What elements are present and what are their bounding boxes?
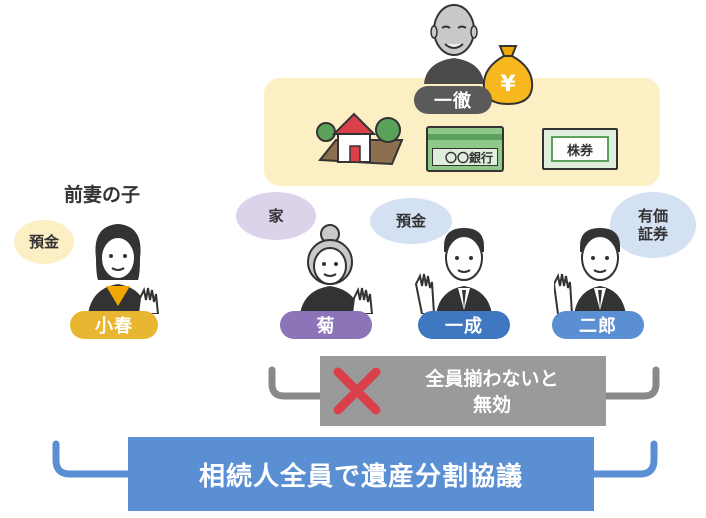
main-label-box: 相続人全員で遺産分割協議 [128,437,594,511]
bankbook-stripe [428,134,502,140]
koharu-bubble-text: 預金 [28,233,59,251]
kiku-name-pill: 菊 [280,311,372,339]
jiro-person-icon [554,228,626,314]
warning-text: 全員揃わないと 無効 [384,366,600,418]
cross-icon [333,367,381,415]
kiku-person-icon [300,224,374,314]
jiro-name-pill: 二郎 [552,311,644,339]
issei-person-icon [414,228,492,314]
ex-wife-child-label: 前妻の子 [64,184,141,206]
deceased-name-pill: 一徹 [414,86,492,114]
koharu-person-icon [88,224,160,314]
house-icon [316,112,404,166]
koharu-name-pill: 小春 [70,311,158,339]
stock-certificate-icon: 株券 [542,128,618,170]
bankbook-icon: 〇〇銀行 [426,126,504,172]
warning-line1: 全員揃わないと [425,368,559,390]
kiku-bubble-text: 家 [268,207,284,225]
issei-name-pill: 一成 [418,311,510,339]
jiro-bubble-line2: 証券 [637,225,668,243]
issei-bubble: 預金 [370,198,452,244]
jiro-bubble: 有価 証券 [610,192,696,258]
warning-box: 全員揃わないと 無効 [320,356,606,426]
deceased-person-icon [424,4,484,84]
warning-line2: 無効 [472,394,511,416]
money-bag-icon: ¥ [482,45,534,106]
money-bag-symbol: ¥ [500,72,516,97]
jiro-bubble-line1: 有価 [637,207,668,225]
kiku-bubble: 家 [236,192,316,240]
koharu-bubble: 預金 [14,220,74,264]
stock-label: 株券 [551,136,609,162]
issei-bubble-text: 預金 [395,212,426,230]
bankbook-label: 〇〇銀行 [432,148,498,166]
